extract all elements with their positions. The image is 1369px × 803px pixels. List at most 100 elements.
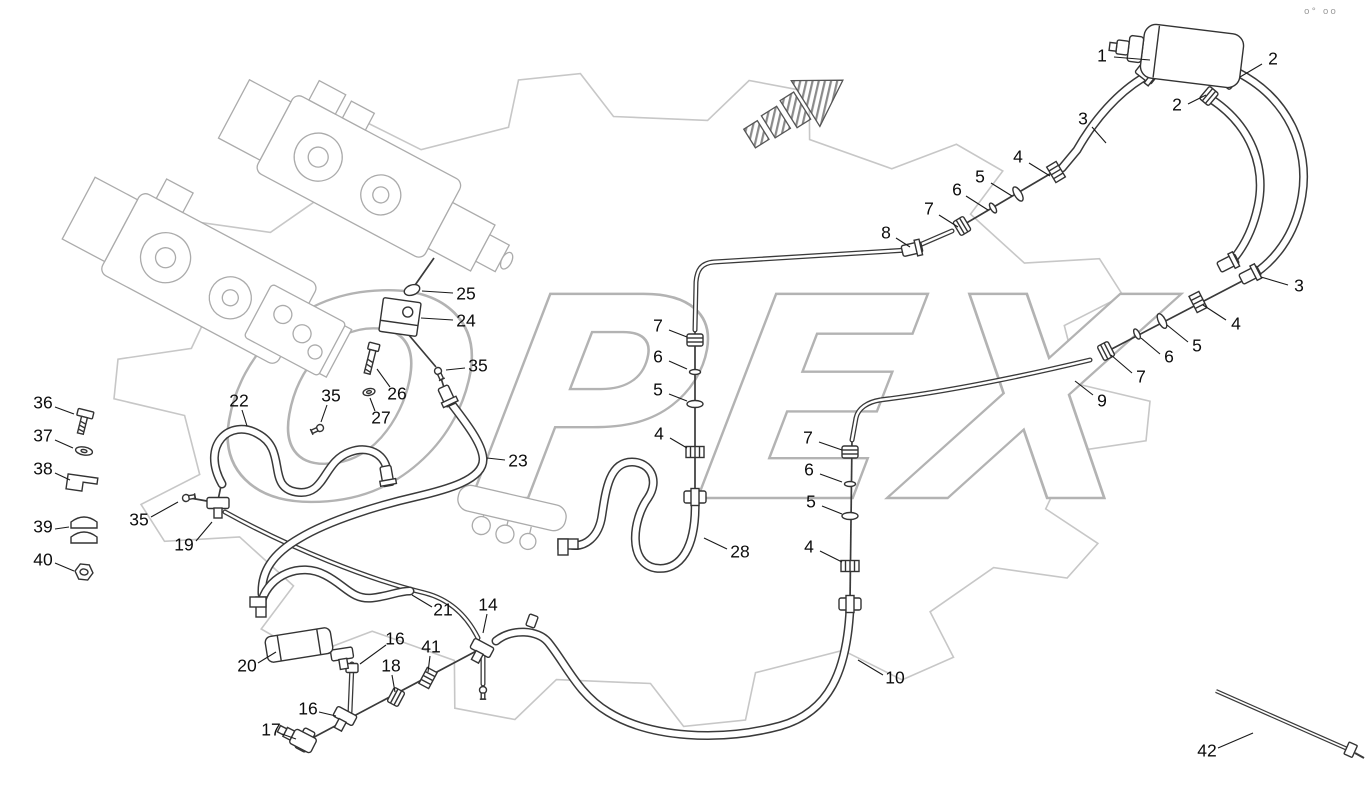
leader-line-6 <box>965 195 989 211</box>
part-label-27: 27 <box>371 408 390 428</box>
leader-line-6 <box>1140 337 1161 355</box>
hose-core <box>258 395 486 597</box>
leader-line-5 <box>668 393 688 402</box>
hose-core <box>1208 96 1264 266</box>
leader-line-2 <box>1239 63 1263 78</box>
part-label-16: 16 <box>385 629 404 649</box>
corner-mark: o° oo <box>1304 7 1338 17</box>
part-label-7: 7 <box>803 428 813 448</box>
leader-line-7 <box>1110 354 1133 374</box>
valve-block-ghost <box>244 284 346 376</box>
pipe-core <box>850 358 1092 442</box>
bolt-part-26 <box>363 341 381 376</box>
fitting-washerSm <box>988 202 998 214</box>
inline-filter-part-20 <box>264 627 334 663</box>
fitting-hoseEnd <box>1216 250 1241 273</box>
hoses-and-pipes <box>189 67 1309 744</box>
detailed-parts <box>65 23 1365 759</box>
part-label-6: 6 <box>952 180 962 200</box>
part-label-5: 5 <box>975 167 985 187</box>
fitting-washerSm <box>843 480 857 488</box>
leader-line-39 <box>54 526 70 530</box>
coupler-part-17 <box>276 724 317 754</box>
part-label-21: 21 <box>433 600 452 620</box>
leader-line-35 <box>445 367 466 371</box>
chain-line <box>1103 276 1251 354</box>
leader-line-19 <box>195 521 213 542</box>
washer-part-37 <box>74 446 94 456</box>
hose-core <box>567 458 699 572</box>
fitting-ribbed <box>840 559 860 573</box>
hose-core <box>259 566 413 603</box>
leader-line-35 <box>150 501 179 518</box>
fitting-elbow <box>249 596 267 618</box>
part-label-6: 6 <box>804 460 814 480</box>
part-label-23: 23 <box>508 451 527 471</box>
clamp-part-39-upper <box>70 516 98 529</box>
reservoir-part-1 <box>1108 23 1245 89</box>
fitting-washer <box>1012 186 1024 202</box>
pump-assembly-upper <box>217 78 514 273</box>
gear-outline-watermark <box>113 72 1151 728</box>
bolt-part-36 <box>76 407 95 436</box>
fitting-washer <box>841 511 859 521</box>
leader-line-23 <box>486 457 506 461</box>
leader-line-4 <box>1028 162 1051 177</box>
part-label-35: 35 <box>129 510 148 530</box>
part-label-2: 2 <box>1268 49 1278 69</box>
leader-line-42 <box>1217 732 1254 749</box>
manifold-ghost <box>457 484 567 551</box>
leader-line-6 <box>819 473 843 483</box>
part-label-36: 36 <box>33 393 52 413</box>
fitting-hoseEnd <box>1238 262 1263 285</box>
fitting-ribbed <box>1188 290 1208 314</box>
fitting-hoseEnd <box>437 384 459 409</box>
leader-line-7 <box>818 441 843 451</box>
fitting-nipple <box>433 366 446 382</box>
part-label-22: 22 <box>229 391 248 411</box>
fitting-ribbed <box>1045 160 1067 184</box>
leader-line-5 <box>990 182 1013 197</box>
fitting-nut <box>1097 341 1115 361</box>
part-label-5: 5 <box>1192 336 1202 356</box>
chain-line <box>957 167 1061 229</box>
leader-line-9 <box>1074 380 1094 396</box>
direction-arrow-icon <box>742 79 844 149</box>
part-label-26: 26 <box>387 384 406 404</box>
part-label-20: 20 <box>237 656 257 676</box>
leader-line-25 <box>421 290 454 294</box>
gear-path <box>113 72 1151 728</box>
fitting-nipple <box>309 423 325 436</box>
pump-assemblies-ghost <box>61 78 567 551</box>
leader-line-20 <box>257 651 277 664</box>
fitting-hoseEnd <box>379 464 398 488</box>
fitting-tee <box>469 637 495 665</box>
fitting-tee <box>329 646 355 671</box>
part-label-16: 16 <box>298 699 317 719</box>
part-label-4: 4 <box>654 424 664 444</box>
washer-part-27 <box>362 387 376 397</box>
part-label-5: 5 <box>806 492 816 512</box>
part-label-7: 7 <box>1136 367 1146 387</box>
leader-line-5 <box>821 505 843 515</box>
fitting-nut <box>841 445 859 459</box>
fitting-washerSm <box>1132 328 1142 340</box>
fittings-group <box>181 63 1263 753</box>
leader-line-35 <box>320 404 328 423</box>
part-label-25: 25 <box>456 284 475 304</box>
fitting-nut <box>386 687 406 707</box>
leader-line-1 <box>1113 56 1151 61</box>
chain-line <box>412 257 435 289</box>
leader-line-18 <box>391 674 396 693</box>
leader-line-16 <box>359 644 387 665</box>
part-label-40: 40 <box>33 550 53 570</box>
leader-line-14 <box>482 613 488 634</box>
leader-line-41 <box>427 655 431 673</box>
leader-line-16 <box>318 711 337 717</box>
part-label-3: 3 <box>1078 109 1088 129</box>
part-label-42: 42 <box>1197 741 1216 761</box>
bracket-part-38 <box>65 473 99 492</box>
fitting-connBig <box>683 487 707 507</box>
part-label-35: 35 <box>468 356 487 376</box>
